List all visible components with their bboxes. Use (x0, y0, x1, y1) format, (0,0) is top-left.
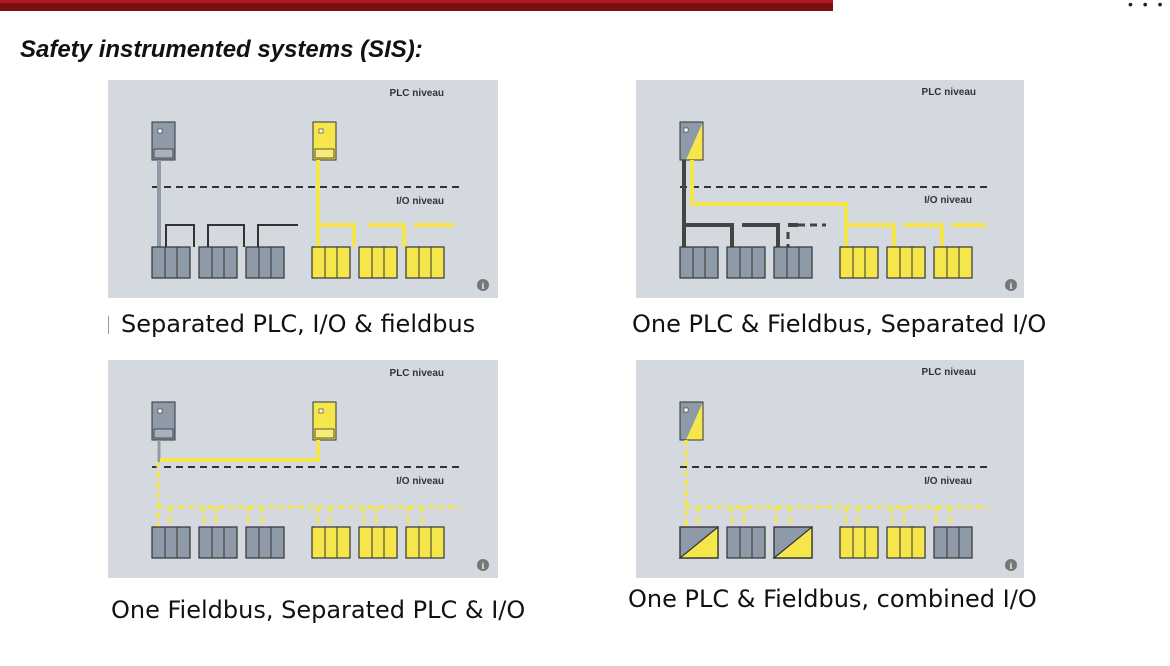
safety-io-block (311, 246, 351, 279)
svg-text:i: i (482, 561, 485, 571)
info-icon[interactable]: i (477, 279, 489, 291)
diagram-svg: PLC niveau I/O niveau i (679, 87, 1017, 291)
caption-separated: Separated PLC, I/O & fieldbus (121, 310, 476, 338)
standard-io-block (198, 246, 238, 279)
info-icon[interactable]: i (1005, 559, 1017, 571)
standard-io-block (151, 246, 191, 279)
safety-fieldbus (316, 160, 452, 247)
more-dots-icon: • • • (1128, 0, 1166, 12)
safety-io-block (358, 246, 398, 279)
caption-combined-io: One PLC & Fieldbus, combined I/O (628, 585, 1037, 613)
plc-level-label: PLC niveau (922, 87, 976, 98)
io-level-label: I/O niveau (924, 476, 972, 487)
top-accent-bar (0, 0, 833, 11)
diagram-panel-one-fieldbus: PLC niveau I/O niveau i (108, 360, 498, 578)
standard-bus-lines (165, 224, 298, 247)
diagram-svg: PLC niveau I/O niveau i (151, 368, 489, 571)
diagram-svg: PLC niveau I/O niveau i (678, 367, 1017, 571)
plc-level-label: PLC niveau (390, 368, 444, 379)
io-level-label: I/O niveau (924, 195, 972, 206)
standard-io-block (245, 246, 285, 279)
svg-text:i: i (482, 281, 485, 291)
plc-level-label: PLC niveau (922, 367, 976, 378)
safety-io-block (405, 246, 445, 279)
diagram-panel-separated: PLC niveau I/O niveau (108, 80, 498, 298)
info-icon[interactable]: i (477, 559, 489, 571)
svg-text:i: i (1010, 561, 1013, 571)
diagram-panel-one-plc-separated-io: PLC niveau I/O niveau i (636, 80, 1024, 298)
caption-one-fieldbus: One Fieldbus, Separated PLC & I/O (111, 596, 526, 624)
io-level-label: I/O niveau (396, 476, 444, 487)
info-icon[interactable]: i (1005, 279, 1017, 291)
caption-one-plc-separated-io: One PLC & Fieldbus, Separated I/O (632, 310, 1047, 338)
svg-text:i: i (1010, 281, 1013, 291)
diagram-panel-combined-io: PLC niveau I/O niveau i (636, 360, 1024, 578)
plc-level-label: PLC niveau (390, 88, 444, 99)
page-title: Safety instrumented systems (SIS): (20, 36, 423, 63)
io-level-label: I/O niveau (396, 196, 444, 207)
diagram-svg: PLC niveau I/O niveau (151, 88, 489, 291)
